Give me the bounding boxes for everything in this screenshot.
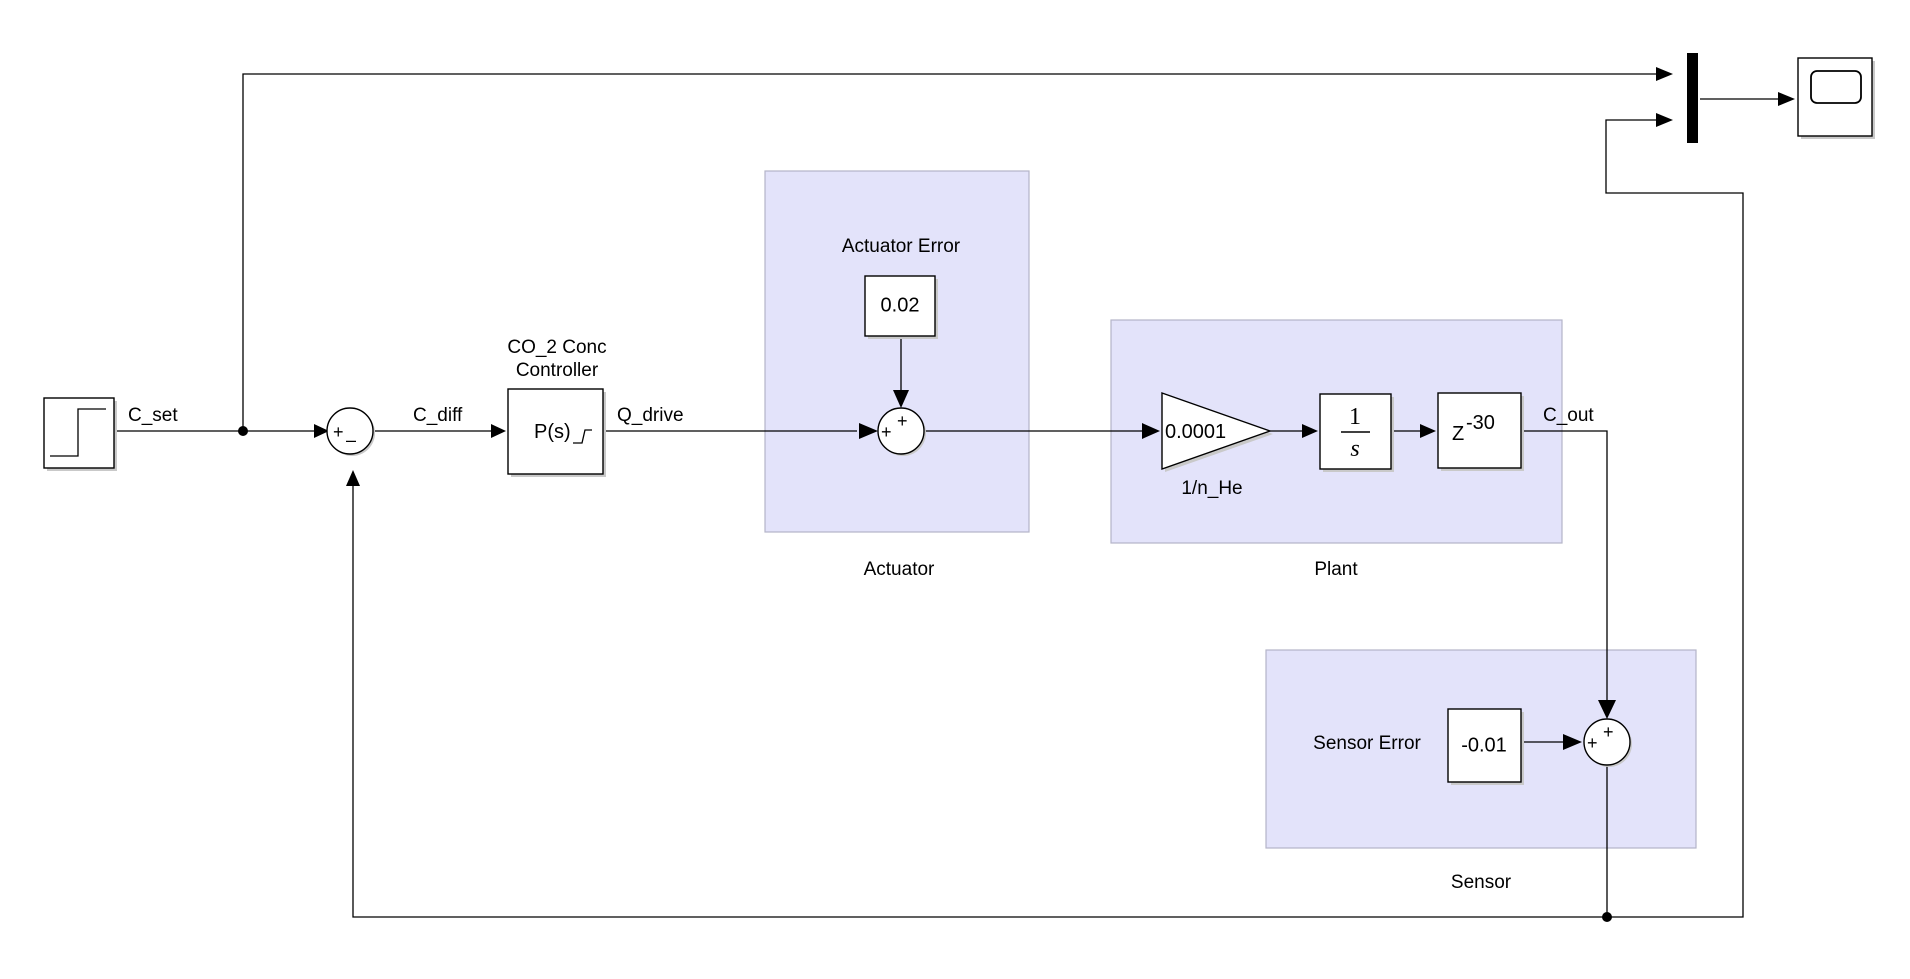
saturation-icon	[573, 429, 592, 444]
signal-label-c-diff: C_diff	[413, 405, 463, 426]
sum-sign-plus: +	[333, 422, 344, 442]
actuator-area-label: Actuator	[864, 559, 935, 580]
controller-title-line2: Controller	[516, 360, 599, 381]
delay-base: Z	[1452, 423, 1464, 445]
actuator-error-value: 0.02	[881, 294, 920, 316]
controller-title-line1: CO_2 Conc	[507, 337, 606, 358]
gain-block[interactable]: 0.0001	[1161, 392, 1273, 472]
controller-text: P(s)	[534, 421, 571, 443]
step-icon	[50, 408, 106, 457]
branch-point	[1602, 912, 1612, 922]
integrator-block[interactable]: 1 s	[1319, 393, 1394, 472]
scope-icon	[1810, 70, 1862, 104]
delay-block[interactable]: Z -30	[1437, 392, 1524, 471]
signal-label-q-drive: Q_drive	[617, 405, 684, 426]
arrowhead	[1656, 113, 1673, 127]
sum-sign-plus: +	[1587, 733, 1598, 753]
signal-lines	[115, 73, 1780, 918]
scope-block[interactable]	[1797, 57, 1875, 139]
sum-sign-minus: –	[346, 430, 356, 450]
arrowhead	[1778, 92, 1795, 106]
integrator-numerator: 1	[1349, 404, 1361, 430]
actuator-error-constant[interactable]: 0.02	[864, 275, 938, 339]
sensor-sum-block[interactable]: + +	[1583, 718, 1632, 767]
actuator-area[interactable]	[764, 170, 1030, 533]
arrowhead	[859, 423, 878, 439]
branch-point	[238, 426, 248, 436]
plant-area-label: Plant	[1314, 559, 1358, 580]
sum-sign-plus: +	[1603, 722, 1614, 742]
feedback-line[interactable]	[352, 480, 1608, 918]
arrowhead	[314, 424, 329, 438]
controller-block[interactable]: P(s)	[507, 388, 606, 477]
mux-block[interactable]	[1687, 53, 1698, 143]
actuator-error-label: Actuator Error	[842, 236, 961, 257]
arrowhead	[491, 424, 506, 438]
arrowhead	[893, 390, 909, 408]
measured-to-mux-line[interactable]	[1605, 119, 1744, 918]
arrowhead	[1142, 423, 1160, 439]
sum-sign-plus: +	[881, 422, 892, 442]
sensor-error-value: -0.01	[1461, 734, 1507, 756]
feedback-sum-block[interactable]: + –	[326, 407, 375, 456]
c-out-line[interactable]	[1521, 430, 1608, 708]
step-block[interactable]	[43, 397, 117, 471]
gain-value: 0.0001	[1165, 421, 1226, 443]
signal-label-c-out: C_out	[1543, 405, 1594, 426]
sensor-area-label: Sensor	[1451, 872, 1512, 893]
actuator-sum-block[interactable]: + +	[877, 407, 926, 456]
arrowhead	[1420, 424, 1436, 438]
arrowhead	[1302, 424, 1318, 438]
gain-label: 1/n_He	[1181, 478, 1242, 499]
arrowhead	[1656, 67, 1673, 81]
delay-exponent: -30	[1466, 412, 1495, 434]
sensor-error-constant[interactable]: -0.01	[1447, 708, 1524, 785]
integrator-denominator: s	[1350, 436, 1359, 462]
arrowhead	[1598, 700, 1616, 719]
signal-label-c-set: C_set	[128, 405, 178, 426]
c-set-to-mux-line[interactable]	[242, 73, 1658, 431]
arrowheads	[314, 67, 1795, 750]
sensor-error-label: Sensor Error	[1313, 733, 1421, 754]
arrowhead	[346, 470, 360, 486]
sum-sign-plus: +	[897, 411, 908, 431]
arrowhead	[1563, 734, 1582, 750]
